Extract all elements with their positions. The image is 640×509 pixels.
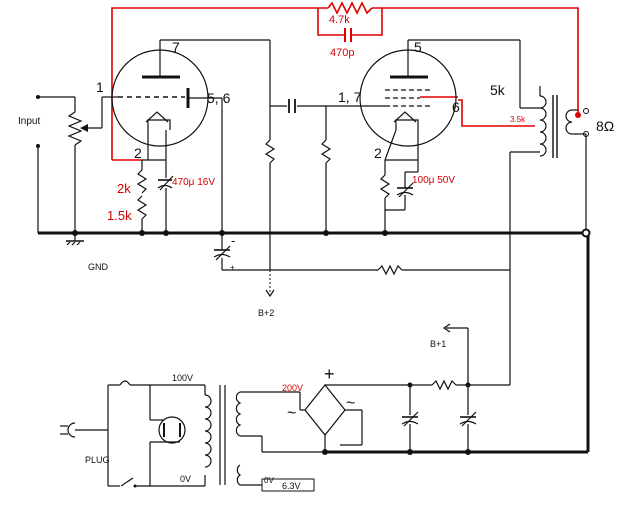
plug-label: PLUG bbox=[85, 455, 110, 465]
gnd-label: GND bbox=[88, 262, 109, 272]
tube1-screen-pin: 5, 6 bbox=[207, 90, 231, 106]
secondary-0v-label: 0V bbox=[264, 476, 274, 485]
tube2-cathode-pin: 2 bbox=[374, 145, 382, 161]
primary-100v-label: 100V bbox=[172, 373, 193, 383]
volume-potentiometer bbox=[67, 111, 83, 146]
input-stage: Input bbox=[18, 95, 118, 233]
interstage: B+2 - + bbox=[213, 40, 511, 318]
tube1-plate-pin: 7 bbox=[172, 39, 180, 55]
cathode1-cap: 470μ 16V bbox=[172, 177, 215, 188]
secondary-200v-label: 200V bbox=[282, 383, 303, 393]
feedback-network: 4.7k 470p bbox=[111, 1, 581, 161]
primary-0v-label: 0V bbox=[180, 474, 191, 484]
tube-1: 7 1 5, 6 2 bbox=[96, 39, 270, 161]
feedback-capacitor-label: 470p bbox=[330, 47, 354, 59]
tube1-grid-pin: 1 bbox=[96, 79, 104, 95]
b1-label: B+1 bbox=[430, 339, 446, 349]
heater-63v-label: 6.3V bbox=[282, 481, 301, 491]
output-transformer: 5k 3.5k 8Ω bbox=[490, 82, 614, 233]
b2-label: B+2 bbox=[258, 308, 274, 318]
cathode1-r-upper: 2k bbox=[117, 181, 131, 196]
cathode2-cap: 100μ 50V bbox=[412, 175, 455, 186]
cathode1-r-lower: 1.5k bbox=[107, 208, 132, 223]
tube2-plate-pin: 5 bbox=[414, 39, 422, 55]
decoupling-plus: + bbox=[230, 263, 235, 272]
cathode2-network: 100μ 50V bbox=[379, 159, 455, 233]
input-label: Input bbox=[18, 116, 40, 127]
ac-tilde-right: ~ bbox=[346, 395, 355, 412]
feedback-resistor bbox=[327, 1, 373, 15]
bridge-rectifier bbox=[304, 384, 346, 436]
decoupling-minus: - bbox=[231, 233, 235, 248]
ground-bus: GND bbox=[38, 228, 591, 454]
power-supply: PLUG 100V 0V 200V 0V 6.3V bbox=[60, 270, 511, 492]
tube2-grid-pin: 1, 7 bbox=[338, 89, 362, 105]
output-impedance-label: 5k bbox=[490, 82, 506, 98]
speaker-impedance-label: 8Ω bbox=[596, 118, 614, 134]
rectifier-plus: + bbox=[324, 364, 335, 384]
tube2-screen-pin: 6 bbox=[452, 99, 460, 115]
tube-2: 5 1, 7 6 2 bbox=[338, 39, 521, 161]
cathode1-network: 2k 1.5k 470μ 16V bbox=[107, 159, 215, 233]
ac-tilde-left: ~ bbox=[287, 405, 296, 422]
feedback-resistor-label: 4.7k bbox=[329, 14, 350, 26]
tap-35k-label: 3.5k bbox=[510, 115, 526, 124]
tube1-cathode-pin: 2 bbox=[134, 145, 142, 161]
